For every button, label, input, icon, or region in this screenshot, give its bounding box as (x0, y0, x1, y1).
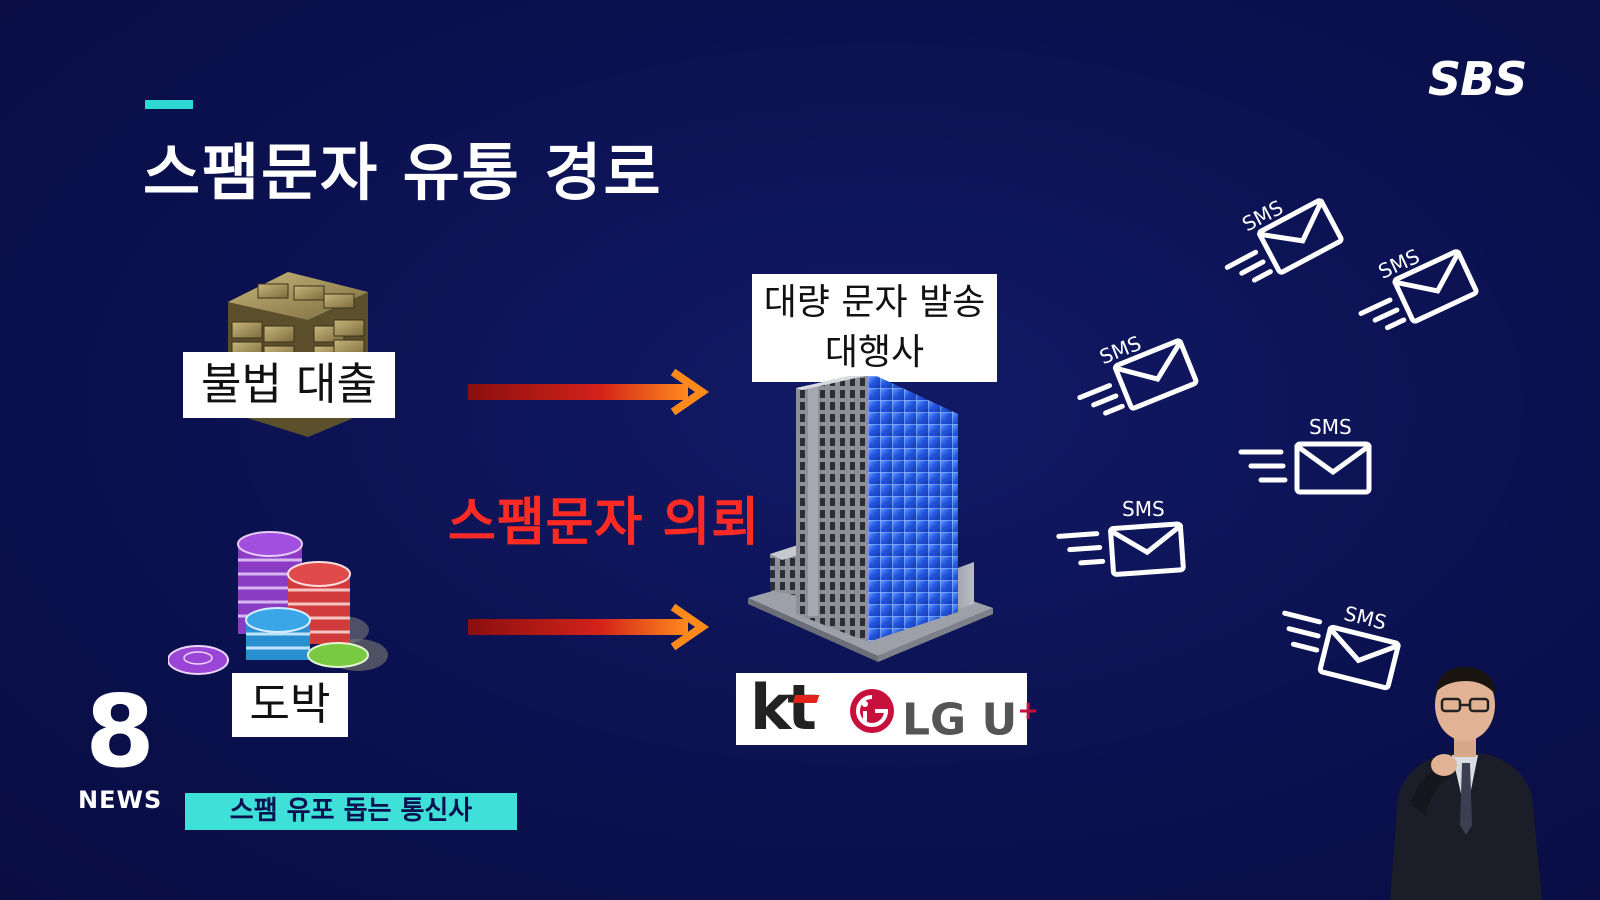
kt-logo-accent (792, 695, 820, 703)
source-label-illegal-loan: 불법 대출 (183, 352, 395, 418)
agency-label-line2: 대행사 (824, 332, 925, 373)
lgu-plus-mark: + (1017, 696, 1039, 726)
spam-request-caption: 스팸문자 의뢰 (448, 493, 761, 553)
sign-language-interpreter (1390, 666, 1542, 900)
sms-envelope-icon: SMS (1238, 415, 1372, 495)
eight-news-logo: 8 NEWS (78, 682, 162, 822)
sms-envelope-icon: SMS (1358, 244, 1479, 331)
lg-face-icon (850, 689, 894, 733)
agency-label-line1: 대량 문자 발송 (763, 282, 986, 323)
kt-logo: kt (750, 671, 817, 744)
sbs-logo: SBS (1428, 52, 1527, 106)
title-accent-bar (145, 100, 193, 109)
sms-label: SMS (1122, 497, 1165, 521)
eight-news-word: NEWS (78, 786, 163, 814)
agency-label: 대량 문자 발송 대행사 (752, 274, 997, 382)
lgu-logo: LG U+ (902, 694, 1039, 746)
sms-envelope-icon: SMS (1282, 601, 1401, 691)
page-title: 스팸문자 유통 경로 (143, 136, 663, 209)
sms-envelope-icon: SMS (1077, 331, 1199, 416)
source-label-gambling: 도박 (232, 673, 348, 737)
sms-label: SMS (1309, 415, 1352, 439)
sms-envelope-icon: SMS (1056, 497, 1186, 577)
headline-ticker: 스팸 유포 돕는 통신사 (185, 793, 517, 830)
carrier-logos-box: kt LG U+ (736, 671, 1039, 746)
eight-news-number: 8 (85, 673, 155, 790)
arrow-right-icon (468, 603, 710, 651)
arrow-right-icon (468, 368, 710, 416)
sms-envelope-icon: SMS (1224, 195, 1344, 283)
casino-chips-icon (168, 531, 388, 675)
office-building-icon (748, 376, 993, 662)
